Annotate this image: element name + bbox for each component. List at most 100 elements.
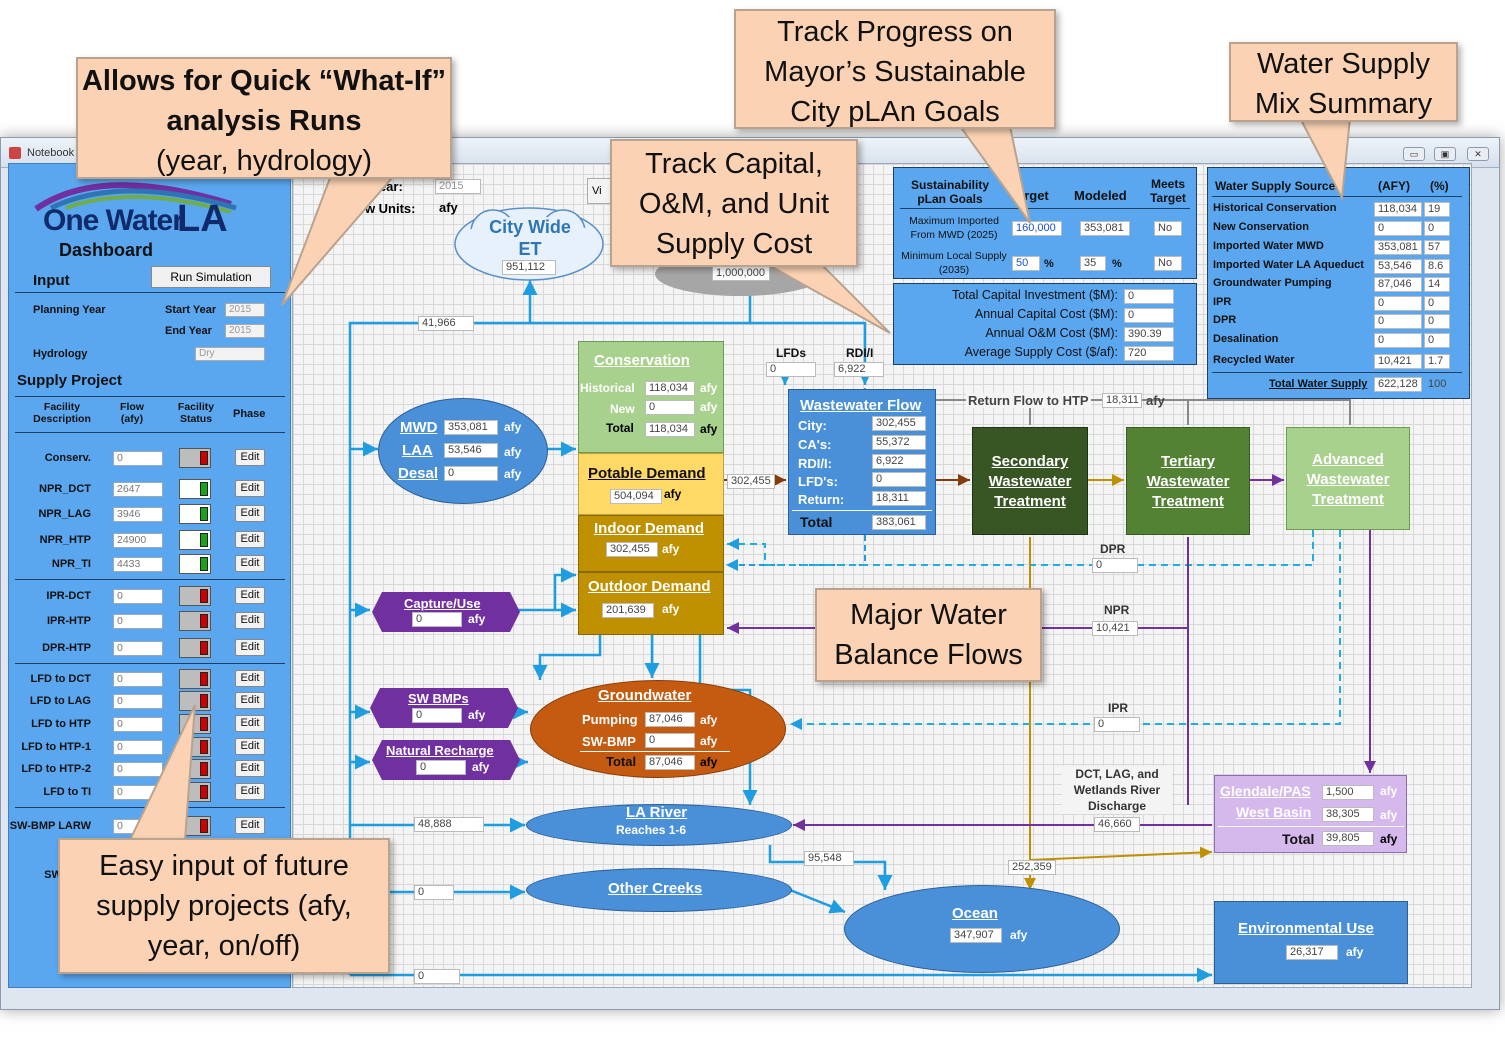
goal-target[interactable]: 50 [1012,256,1040,271]
run-simulation-button[interactable]: Run Simulation [151,266,271,288]
facility-status-toggle[interactable] [179,611,211,631]
swbmp-link[interactable]: SW BMPs [408,691,469,706]
ww-rdii-value: 6,922 [872,454,926,469]
glendale-link[interactable]: Glendale/PAS [1220,783,1311,799]
return-flow-value: 18,311 [1102,393,1142,408]
tertiary-treatment-box[interactable] [1126,427,1250,535]
supply-row-name: NPR_DCT [39,483,91,495]
divider [15,292,285,293]
phase-edit-button[interactable]: Edit [235,587,265,604]
supply-row-name: IPR-HTP [47,615,91,627]
ww-city-label: City: [798,418,827,433]
supply-row-name: LFD to HTP [31,718,91,730]
phase-edit-button[interactable]: Edit [235,738,265,755]
mix-row-afy: 0 [1374,314,1422,329]
supply-row-flow-input[interactable]: 0 [113,589,163,604]
facility-status-toggle[interactable] [179,638,211,658]
desal-link[interactable]: Desal [398,465,439,482]
mix-row-pct: 0 [1424,296,1450,311]
phase-edit-button[interactable]: Edit [235,612,265,629]
secondary-treatment-box[interactable] [972,427,1088,535]
westbasin-link[interactable]: West Basin [1236,804,1312,820]
indoor-demand-link[interactable]: Indoor Demand [594,520,705,537]
lfds-value: 0 [766,362,816,377]
phase-edit-button[interactable]: Edit [235,555,265,572]
facility-status-toggle[interactable] [179,586,211,606]
close-button[interactable]: ✕ [1467,147,1489,161]
supply-row-flow-input[interactable]: 0 [113,717,163,732]
facility-status-toggle[interactable] [179,530,211,550]
mix-row-label: Imported Water MWD [1213,240,1324,252]
mix-total-label[interactable]: Total Water Supply [1269,378,1368,390]
advanced-treatment-link[interactable]: Advanced Wastewater Treatment [1306,451,1390,508]
goal-modeled-unit: % [1112,258,1122,270]
hydrology-select[interactable]: Dry [195,347,265,361]
rdii-label: RDI/I [846,346,874,360]
start-year-spinner[interactable]: 2015 [225,303,265,317]
phase-edit-button[interactable]: Edit [235,639,265,656]
phase-edit-button[interactable]: Edit [235,783,265,800]
end-year-spinner[interactable]: 2015 [225,324,265,338]
facility-status-toggle[interactable] [179,479,211,499]
ocean-value: 347,907 [950,928,1002,943]
start-year-label: Start Year [165,304,217,316]
supply-row-flow-input[interactable]: 24900 [113,533,163,548]
supply-row-flow-input[interactable]: 0 [113,641,163,656]
ww-cas-value: 55,372 [872,435,926,450]
facility-status-toggle[interactable] [179,669,211,689]
supply-row-name: NPR_LAG [38,508,91,520]
laa-link[interactable]: LAA [402,442,433,459]
tertiary-treatment-link[interactable]: Tertiary Wastewater Treatment [1146,453,1230,510]
other-creeks-link[interactable]: Other Creeks [608,880,703,897]
supply-row-name: Conserv. [44,452,91,464]
outdoor-demand-link[interactable]: Outdoor Demand [588,578,711,595]
phase-edit-button[interactable]: Edit [235,531,265,548]
toggle-knob [200,451,208,465]
phase-edit-button[interactable]: Edit [235,692,265,709]
facility-status-toggle[interactable] [179,554,211,574]
mwd-link[interactable]: MWD [400,419,438,436]
historical-label: Historical [580,381,635,395]
facility-status-toggle[interactable] [179,816,211,836]
maximize-button[interactable]: ▣ [1434,147,1456,161]
supply-row-flow-input[interactable]: 0 [113,762,163,777]
natural-recharge-link[interactable]: Natural Recharge [386,743,494,758]
phase-edit-button[interactable]: Edit [235,670,265,687]
toggle-knob [200,762,208,776]
goals-header-line [900,208,1190,209]
phase-edit-button[interactable]: Edit [235,480,265,497]
secondary-treatment-link[interactable]: Secondary Wastewater Treatment [988,453,1072,510]
toggle-knob [200,717,208,731]
phase-edit-button[interactable]: Edit [235,715,265,732]
new-unit: afy [700,400,718,414]
supply-row-flow-input[interactable]: 2647 [113,482,163,497]
wastewater-link[interactable]: Wastewater Flow [800,397,922,414]
phase-edit-button[interactable]: Edit [235,760,265,777]
capture-link[interactable]: Capture/Use [404,596,481,611]
mix-row-afy: 0 [1374,221,1422,236]
toggle-knob [200,507,208,521]
supply-row-flow-input[interactable]: 0 [113,694,163,709]
supply-row-flow-input[interactable]: 0 [113,614,163,629]
minimize-button[interactable]: ▭ [1403,147,1425,161]
supply-row-flow-input[interactable]: 0 [113,672,163,687]
supply-row-flow-input[interactable]: 3946 [113,507,163,522]
phase-edit-button[interactable]: Edit [235,505,265,522]
la-river-link[interactable]: LA River [626,804,688,821]
facility-status-toggle[interactable] [179,504,211,524]
goal-target[interactable]: 160,000 [1012,221,1062,236]
phase-edit-button[interactable]: Edit [235,817,265,834]
supply-row-flow-input[interactable]: 0 [113,451,163,466]
gw-pumping-unit: afy [700,713,718,727]
advanced-treatment-box[interactable] [1286,427,1410,530]
environmental-use-link[interactable]: Environmental Use [1238,920,1374,937]
ocean-link[interactable]: Ocean [952,905,998,922]
supply-row-flow-input[interactable]: 0 [113,740,163,755]
potable-demand-link[interactable]: Potable Demand [588,465,706,482]
input-heading: Input [33,272,70,289]
facility-status-toggle[interactable] [179,448,211,468]
groundwater-link[interactable]: Groundwater [598,687,692,704]
supply-row-flow-input[interactable]: 4433 [113,557,163,572]
conservation-link[interactable]: Conservation [594,352,690,369]
phase-edit-button[interactable]: Edit [235,449,265,466]
